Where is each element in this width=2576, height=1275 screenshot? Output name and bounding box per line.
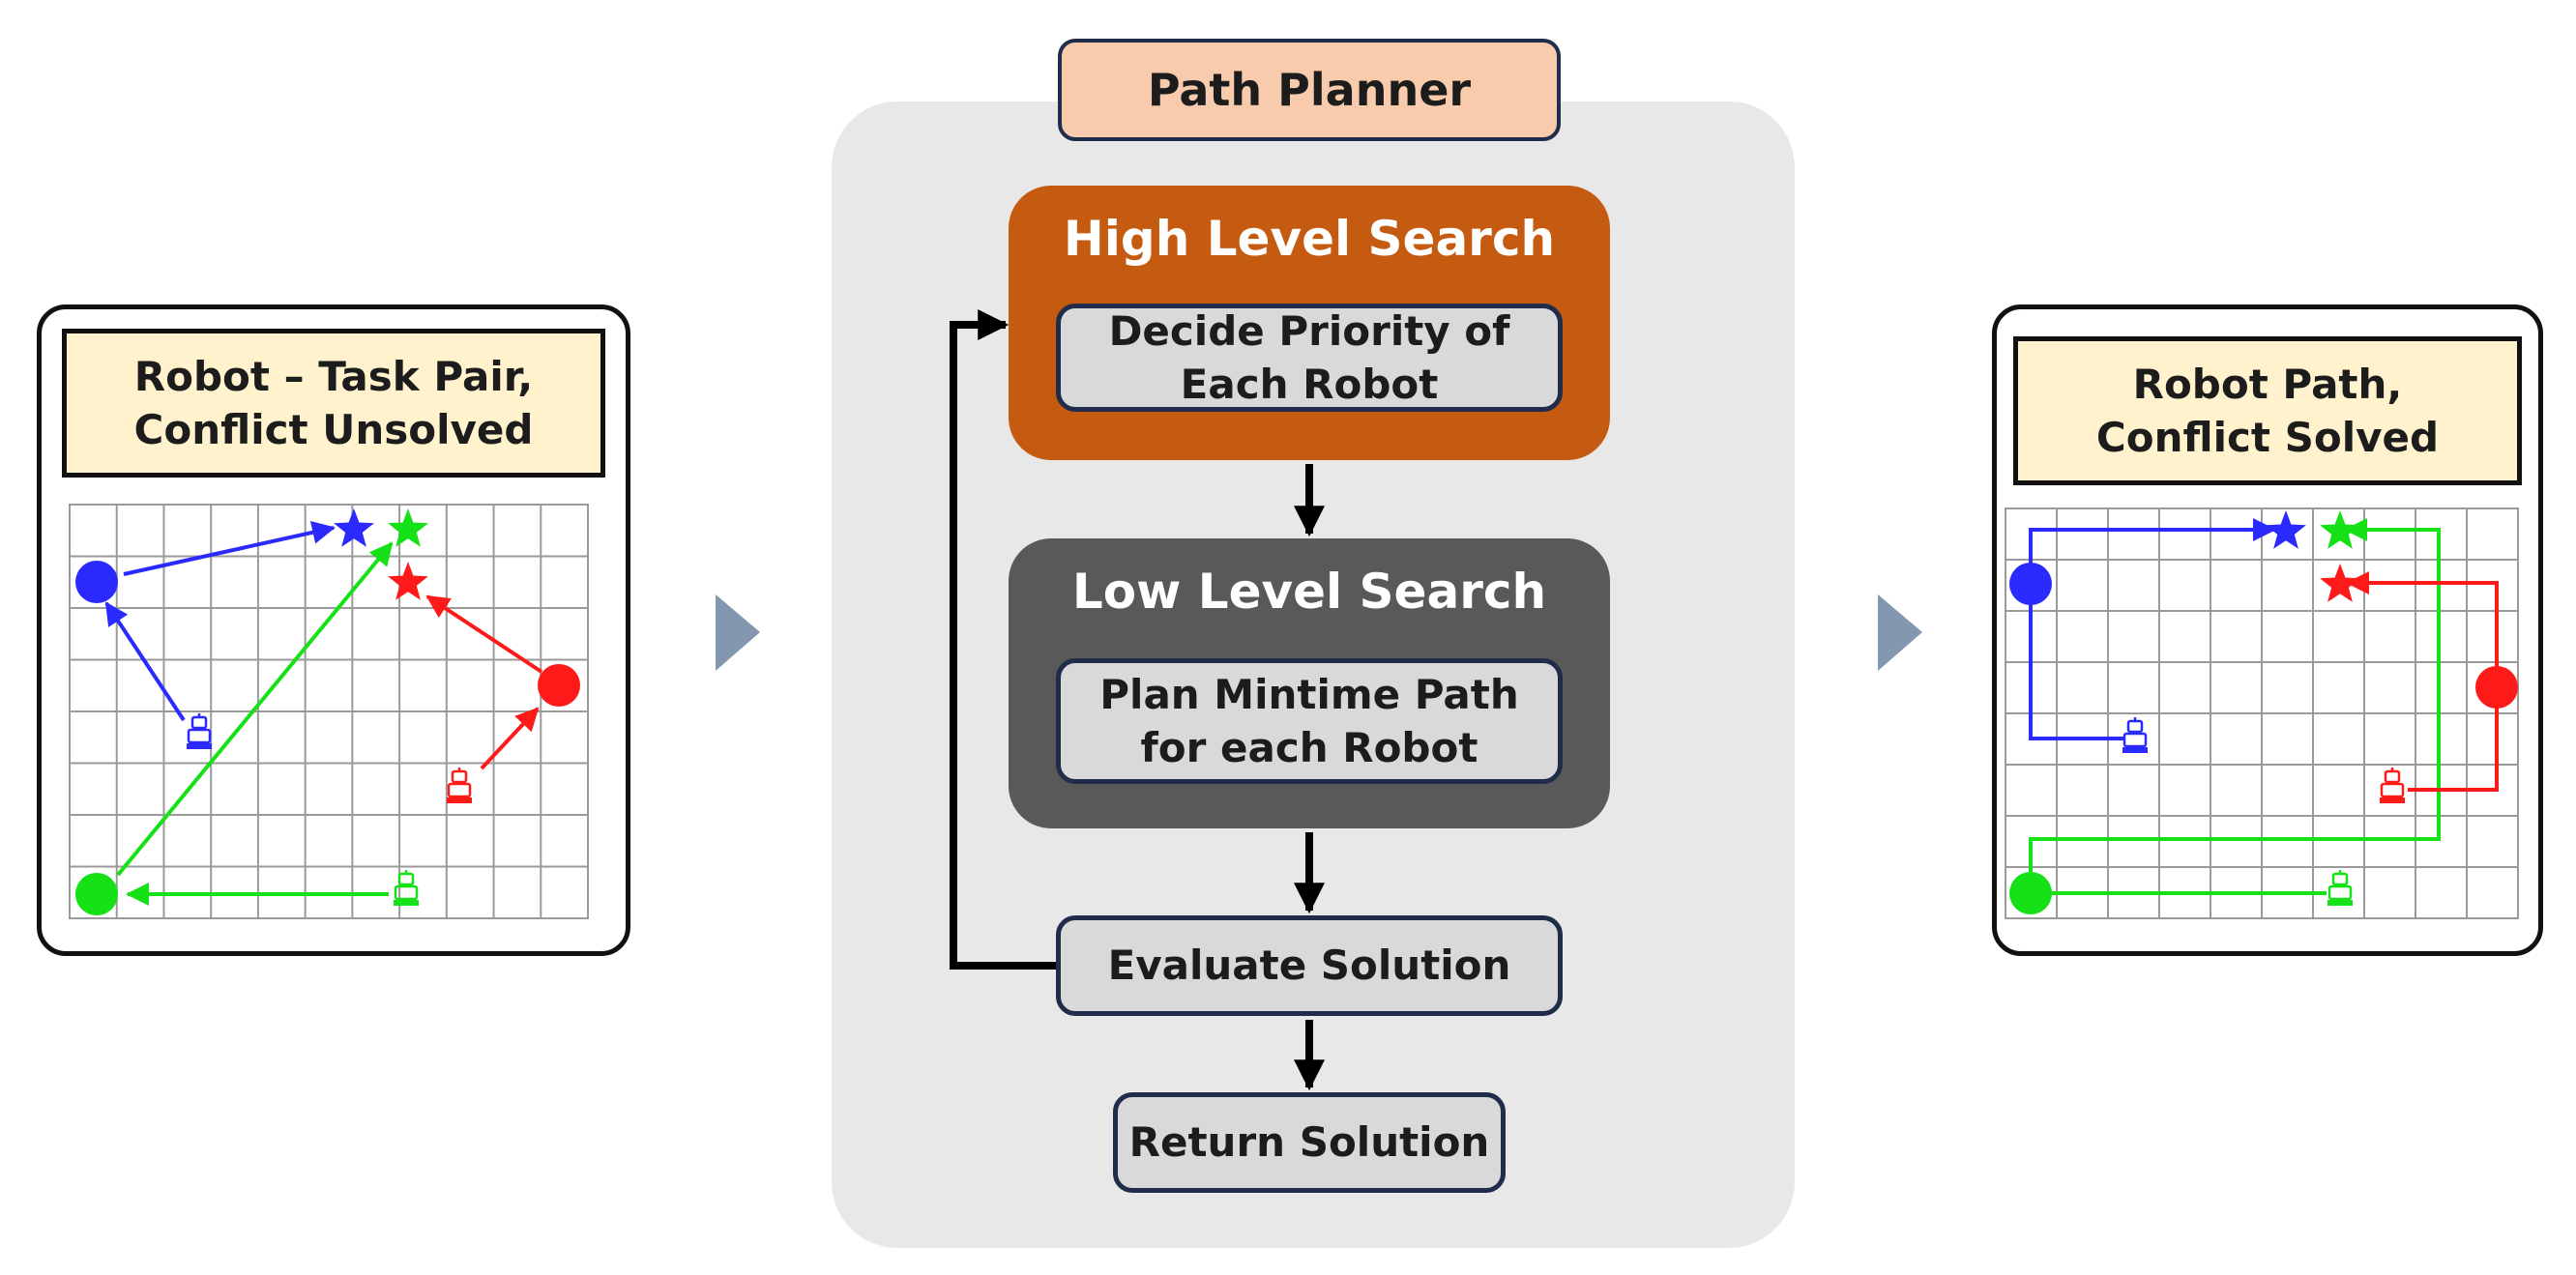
left-blue-start-circle <box>75 561 118 603</box>
right-label-box: Robot Path, Conflict Solved <box>2013 336 2522 485</box>
right-green-path <box>2029 518 2441 895</box>
return-solution-box: Return Solution <box>1113 1092 1506 1193</box>
right-green-robot-icon <box>2327 870 2353 906</box>
decide-priority-text: Decide Priority of Each Robot <box>1109 304 1510 412</box>
plan-mintime-line1: Plan Mintime Path <box>1099 670 1519 718</box>
step-arrow-right <box>1878 594 1922 671</box>
right-markers <box>2009 510 2518 914</box>
right-blue-path <box>2029 518 2276 740</box>
right-label-line1: Robot Path, <box>2132 360 2403 408</box>
right-grid <box>2005 507 2519 919</box>
left-green-arrow-start-to-task <box>116 541 394 877</box>
planner-title-box: Path Planner <box>1058 39 1561 141</box>
left-red-start-circle <box>538 664 580 707</box>
evaluate-solution-box: Evaluate Solution <box>1056 915 1563 1016</box>
decide-priority-line2: Each Robot <box>1180 361 1439 408</box>
left-label-box: Robot – Task Pair, Conflict Unsolved <box>62 329 605 478</box>
left-markers <box>75 508 580 915</box>
low-level-title: Low Level Search <box>1071 564 1547 620</box>
left-red-arrow-robot-to-start <box>480 707 540 770</box>
right-blue-robot-icon <box>2122 717 2148 753</box>
left-green-start-circle <box>75 873 118 915</box>
plan-mintime-text: Plan Mintime Path for each Robot <box>1099 668 1518 775</box>
left-green-robot-icon <box>394 870 419 906</box>
loop-evaluate-to-high <box>950 309 1056 970</box>
right-blue-start-circle <box>2009 563 2052 605</box>
left-blue-task-star-icon <box>334 508 374 547</box>
left-grid <box>69 504 589 919</box>
right-label-line2: Conflict Solved <box>2095 414 2440 461</box>
left-red-arrow-start-to-task <box>425 594 543 674</box>
right-red-start-circle <box>2475 666 2518 709</box>
step-arrow-left <box>716 594 760 671</box>
left-red-task-star-icon <box>388 562 428 600</box>
left-blue-arrow-robot-to-start <box>104 601 186 722</box>
left-label-line2: Conflict Unsolved <box>133 406 534 453</box>
return-solution-label: Return Solution <box>1128 1118 1490 1167</box>
high-level-title: High Level Search <box>1063 211 1556 267</box>
left-green-task-star-icon <box>388 508 428 547</box>
plan-mintime-line2: for each Robot <box>1140 724 1478 771</box>
right-green-start-circle <box>2009 872 2052 914</box>
left-blue-arrow-start-to-task <box>123 521 336 576</box>
right-blue-task-star-icon <box>2266 510 2306 549</box>
left-red-robot-icon <box>447 768 472 803</box>
right-label-text: Robot Path, Conflict Solved <box>2096 358 2439 465</box>
right-red-task-star-icon <box>2320 564 2360 602</box>
right-red-robot-icon <box>2380 768 2405 803</box>
evaluate-solution-label: Evaluate Solution <box>1107 942 1511 990</box>
left-label-text: Robot – Task Pair, Conflict Unsolved <box>134 350 534 457</box>
decide-priority-box: Decide Priority of Each Robot <box>1056 304 1563 412</box>
right-green-task-star-icon <box>2320 510 2360 549</box>
left-blue-robot-icon <box>187 713 212 749</box>
decide-priority-line1: Decide Priority of <box>1108 306 1510 355</box>
left-label-line1: Robot – Task Pair, <box>133 352 534 400</box>
planner-title: Path Planner <box>1147 63 1472 116</box>
plan-mintime-path-box: Plan Mintime Path for each Robot <box>1056 658 1563 784</box>
